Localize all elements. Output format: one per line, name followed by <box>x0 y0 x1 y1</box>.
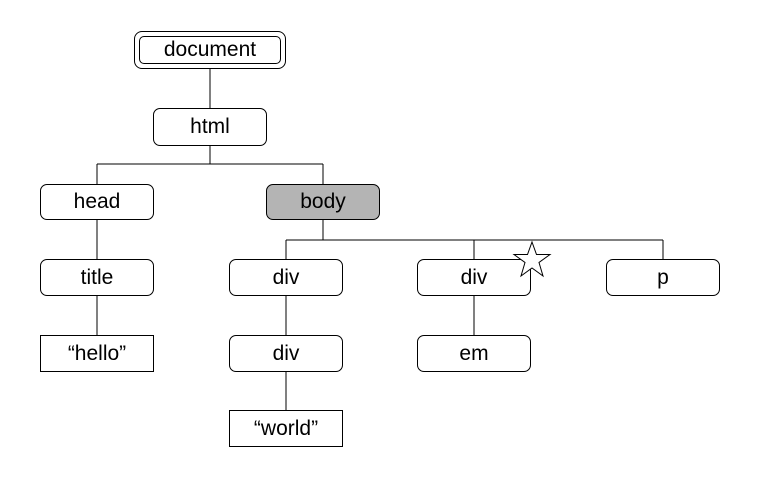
node-text-hello: “hello” <box>40 335 154 372</box>
node-document: document <box>139 36 281 64</box>
node-body: body <box>266 184 380 220</box>
star-icon <box>512 240 552 278</box>
node-div-nested: div <box>229 335 343 372</box>
node-em: em <box>417 335 531 372</box>
node-title: title <box>40 259 154 296</box>
node-div-2: div <box>417 259 531 296</box>
node-text-world: “world” <box>229 410 343 447</box>
node-div-1: div <box>229 259 343 296</box>
node-p: p <box>606 259 720 296</box>
node-html: html <box>153 108 267 146</box>
node-head: head <box>40 184 154 220</box>
